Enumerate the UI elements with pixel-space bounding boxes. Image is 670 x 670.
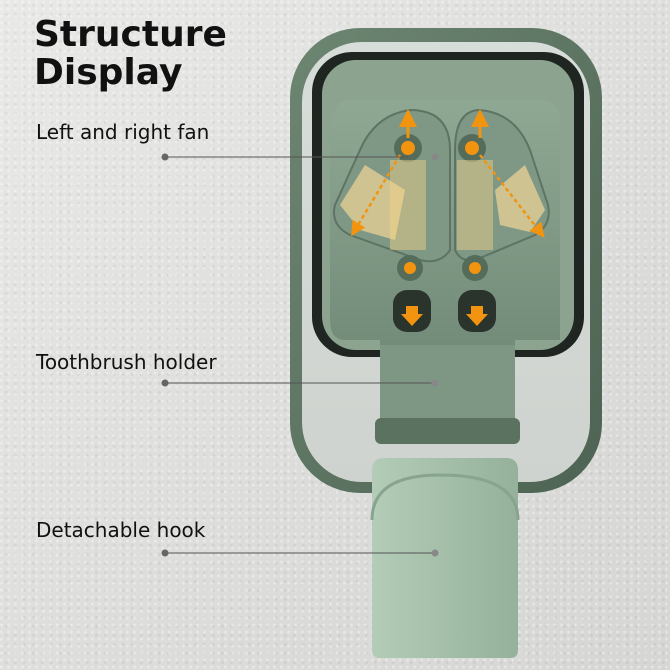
fan-rotation-arrows — [351, 154, 545, 238]
label-detachable-hook: Detachable hook — [36, 518, 206, 542]
label-toothbrush-holder: Toothbrush holder — [36, 350, 217, 374]
up-arrows — [399, 109, 489, 138]
title-line-1: Structure — [34, 14, 227, 55]
toothbrush-holder-plate — [380, 345, 515, 420]
label-left-right-fan: Left and right fan — [36, 120, 210, 144]
toothbrush-holder-base — [375, 418, 520, 444]
left-fan-highlight — [390, 160, 426, 250]
right-fan-highlight — [457, 160, 493, 250]
detachable-hook — [370, 458, 520, 658]
title-line-2: Display — [34, 52, 183, 93]
page-title: Structure Display — [34, 16, 227, 92]
leader-lines — [165, 156, 435, 554]
leader-dots — [161, 153, 439, 557]
holder-slots — [393, 290, 496, 332]
right-fan — [454, 108, 550, 281]
